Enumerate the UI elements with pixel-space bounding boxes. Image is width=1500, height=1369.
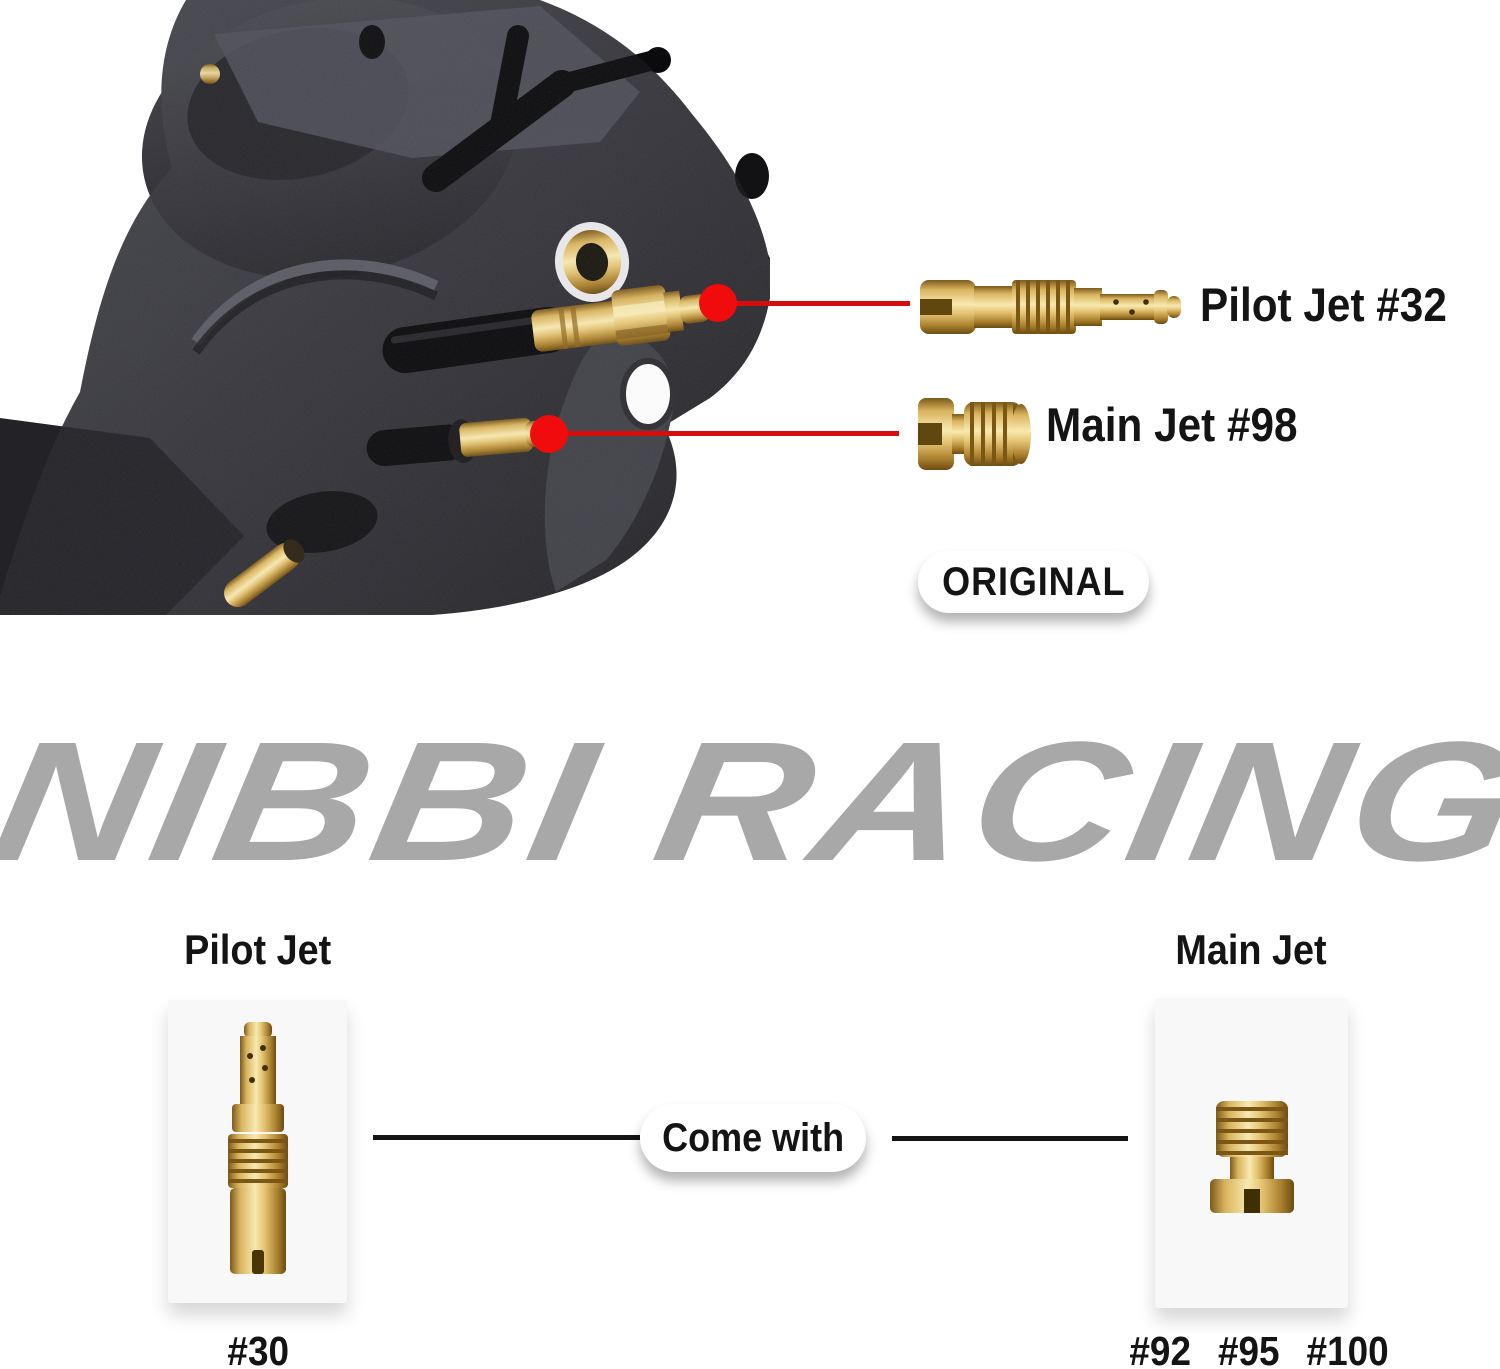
metal-texture bbox=[0, 0, 770, 615]
pilot-jet-callout-label: Pilot Jet #32 bbox=[1200, 281, 1474, 328]
original-badge: ORIGINAL bbox=[918, 551, 1149, 613]
pilot-jet-size-text: #30 bbox=[227, 1328, 289, 1369]
main-jet-title-text: Main Jet bbox=[1175, 926, 1327, 973]
pilot-jet-callout-text: Pilot Jet #32 bbox=[1200, 278, 1447, 331]
pilot-jet-product-card bbox=[168, 1000, 347, 1303]
pilot-jet-product-photo bbox=[227, 1021, 288, 1274]
main-jet-size-95: #95 bbox=[1217, 1328, 1280, 1369]
main-jet-callout-text: Main Jet #98 bbox=[1046, 398, 1298, 451]
main-jet-title: Main Jet bbox=[1141, 926, 1361, 974]
pilot-jet-title: Pilot Jet bbox=[148, 926, 368, 974]
main-jet-callout-label: Main Jet #98 bbox=[1046, 401, 1326, 448]
connector-line-right bbox=[892, 1136, 1128, 1141]
main-jet-callout-dot bbox=[530, 415, 568, 453]
pilot-jet-callout-dot bbox=[699, 284, 737, 322]
main-jet-photo bbox=[918, 398, 1031, 470]
pilot-jet-callout-line bbox=[718, 301, 910, 306]
main-jet-size-100: #100 bbox=[1306, 1328, 1389, 1369]
pilot-jet-photo bbox=[920, 280, 1181, 334]
pilot-jet-title-text: Pilot Jet bbox=[184, 926, 332, 973]
main-jet-product-photo bbox=[1209, 1101, 1294, 1213]
main-jet-size-92: #92 bbox=[1129, 1328, 1191, 1369]
original-badge-text: ORIGINAL bbox=[941, 559, 1126, 604]
connector-line-left bbox=[373, 1135, 640, 1140]
main-jet-sizes: #92 #95 #100 bbox=[1100, 1328, 1400, 1369]
main-jet-product-card bbox=[1155, 998, 1348, 1308]
brand-watermark: NIBBI RACING bbox=[0, 718, 1500, 903]
bolt-hole bbox=[735, 153, 769, 199]
come-with-text: Come with bbox=[661, 1115, 844, 1160]
come-with-badge: Come with bbox=[640, 1104, 866, 1172]
carburetor-photo bbox=[0, 0, 770, 615]
brand-watermark-text: NIBBI RACING bbox=[0, 718, 1500, 897]
pilot-jet-size: #30 bbox=[148, 1328, 368, 1369]
main-jet-callout-line bbox=[549, 431, 899, 436]
